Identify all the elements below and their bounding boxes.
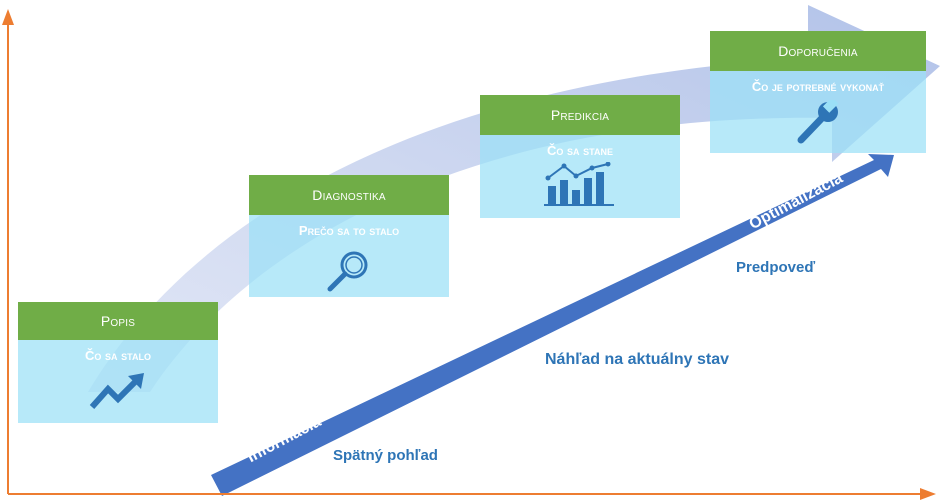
card-popis: Popis Čo sa stalo [18,302,218,423]
card-body: Čo sa stalo [18,340,218,423]
wrench-icon [797,100,839,144]
card-body: Čo je potrebné vykonať [710,71,926,153]
card-title: Doporučenia [710,31,926,71]
y-axis-arrowhead [2,9,14,25]
card-title: Diagnostika [249,175,449,215]
card-body: Čo sa stane [480,135,680,218]
card-subtitle: Prečo sa to stalo [298,223,400,238]
card-predikcia: Predikcia Čo sa stane [480,95,680,218]
hindsight-label: Spätný pohľad [333,447,438,464]
x-axis-arrowhead [920,488,936,500]
card-title: Popis [18,302,218,340]
card-diagnostika: Diagnostika Prečo sa to stalo [249,175,449,297]
card-title: Predikcia [480,95,680,135]
main-diagonal-arrow [211,154,894,496]
magnifier-icon [327,251,368,292]
card-subtitle: Čo sa stane [547,143,613,158]
foresight-label: Predpoveď [736,259,816,276]
axes [2,9,936,500]
trend-up-arrow-icon [89,373,144,409]
bar-chart-trend-icon [544,162,614,206]
insight-label: Náhľad na aktuálny stav [545,351,730,368]
card-subtitle: Čo je potrebné vykonať [751,79,885,94]
card-subtitle: Čo sa stalo [85,348,151,363]
card-doporucenia: Doporučenia Čo je potrebné vykonať [710,31,926,153]
card-body: Prečo sa to stalo [249,215,449,297]
